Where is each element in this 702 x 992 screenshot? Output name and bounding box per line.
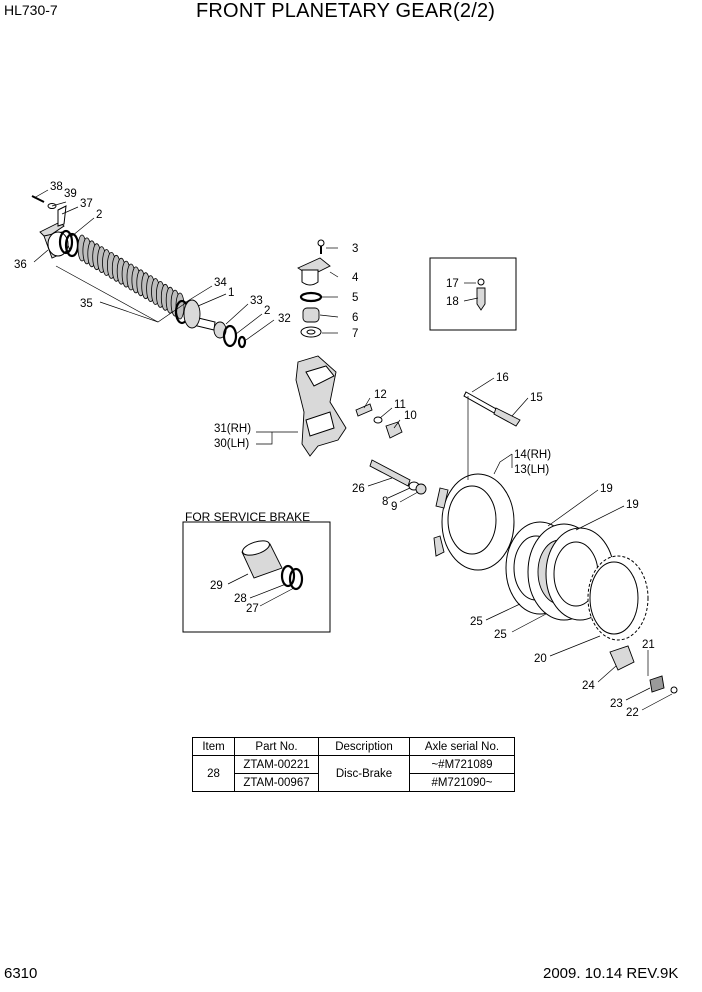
callout-30: 30(LH)	[214, 438, 249, 450]
callout-31: 31(RH)	[214, 423, 251, 435]
brake-housing	[295, 355, 347, 457]
bleeder-valve	[476, 278, 486, 311]
service-brake-box	[182, 521, 331, 633]
callout-39: 39	[64, 188, 77, 200]
callout-37: 37	[80, 198, 93, 210]
service-brake-piston	[241, 540, 304, 591]
ring-gear	[587, 555, 649, 641]
callout-10: 10	[404, 410, 417, 422]
table-row: ZTAM-00967 #M721090~	[193, 773, 515, 792]
callout-24: 24	[582, 680, 595, 692]
callout-26: 26	[352, 483, 365, 495]
callout-19a: 19	[600, 483, 613, 495]
part-23-pad	[649, 675, 665, 693]
cell-serial: #M721090~	[409, 773, 515, 792]
cell-part-no: ZTAM-00967	[234, 773, 319, 792]
callout-7: 7	[352, 328, 358, 340]
callout-12: 12	[374, 389, 387, 401]
callout-25a: 25	[470, 616, 483, 628]
callout-34: 34	[214, 277, 227, 289]
callout-19b: 19	[626, 499, 639, 511]
model-code: HL730-7	[4, 2, 58, 18]
callout-32: 32	[278, 313, 291, 325]
adjuster-stack	[297, 239, 331, 338]
header-serial: Axle serial No.	[409, 737, 515, 756]
part-16-bolt	[463, 391, 499, 415]
callout-28: 28	[234, 593, 247, 605]
part-6-bushing	[302, 307, 320, 323]
header-part-no: Part No.	[234, 737, 319, 756]
table-row: 28 ZTAM-00221 Disc-Brake ~#M721089	[192, 755, 515, 792]
callout-18: 18	[446, 296, 459, 308]
part-24-shaft	[609, 645, 635, 671]
callout-5: 5	[352, 292, 358, 304]
backing-plate	[433, 473, 515, 571]
part-26-pin	[369, 459, 411, 487]
header-description: Description	[318, 737, 410, 756]
callout-38: 38	[50, 181, 63, 193]
page-title: FRONT PLANETARY GEAR(2/2)	[196, 0, 496, 22]
callout-16: 16	[496, 372, 509, 384]
callout-23: 23	[610, 698, 623, 710]
callout-36: 36	[14, 259, 27, 271]
callout-labels: 38 39 37 2 36 35 34 1 33 2 32 3 4 5 6 7 …	[14, 181, 655, 719]
callout-33: 33	[250, 295, 263, 307]
callout-2b: 2	[264, 305, 270, 317]
callout-20: 20	[534, 653, 547, 665]
header-item: Item	[192, 737, 235, 756]
callout-14: 14(RH)	[514, 449, 551, 461]
cell-part-no: ZTAM-00221	[234, 755, 319, 774]
callout-17: 17	[446, 278, 459, 290]
part-35-spring	[77, 234, 185, 320]
service-brake-label: FOR SERVICE BRAKE	[185, 510, 311, 524]
callout-4: 4	[352, 272, 359, 284]
cell-serial: ~#M721089	[409, 755, 515, 774]
revision-date: 2009. 10.14 REV.9K	[543, 965, 679, 982]
callout-21: 21	[642, 639, 655, 651]
inset-box-17-18	[429, 257, 517, 331]
callout-27: 27	[246, 603, 259, 615]
callout-11: 11	[394, 399, 406, 411]
callout-6: 6	[352, 312, 358, 324]
piston-spring-assembly	[31, 195, 247, 349]
page-number: 6310	[4, 965, 38, 982]
callout-8: 8	[382, 496, 388, 508]
cell-item: 28	[192, 755, 235, 792]
cell-description: Disc-Brake	[318, 755, 410, 792]
callout-29: 29	[210, 580, 223, 592]
callout-22: 22	[626, 707, 639, 719]
callout-2a: 2	[96, 209, 102, 221]
part-1-piston	[183, 299, 201, 329]
callout-35: 35	[80, 298, 93, 310]
callout-15: 15	[530, 392, 543, 404]
callout-25b: 25	[494, 629, 507, 641]
parts-table: Item Part No. Description Axle serial No…	[192, 737, 515, 792]
leader-lines	[33, 189, 673, 711]
callout-3: 3	[352, 243, 358, 255]
callout-1: 1	[228, 287, 234, 299]
table-header-row: Item Part No. Description Axle serial No…	[192, 737, 515, 756]
callout-9: 9	[391, 501, 397, 513]
callout-13: 13(LH)	[514, 464, 549, 476]
